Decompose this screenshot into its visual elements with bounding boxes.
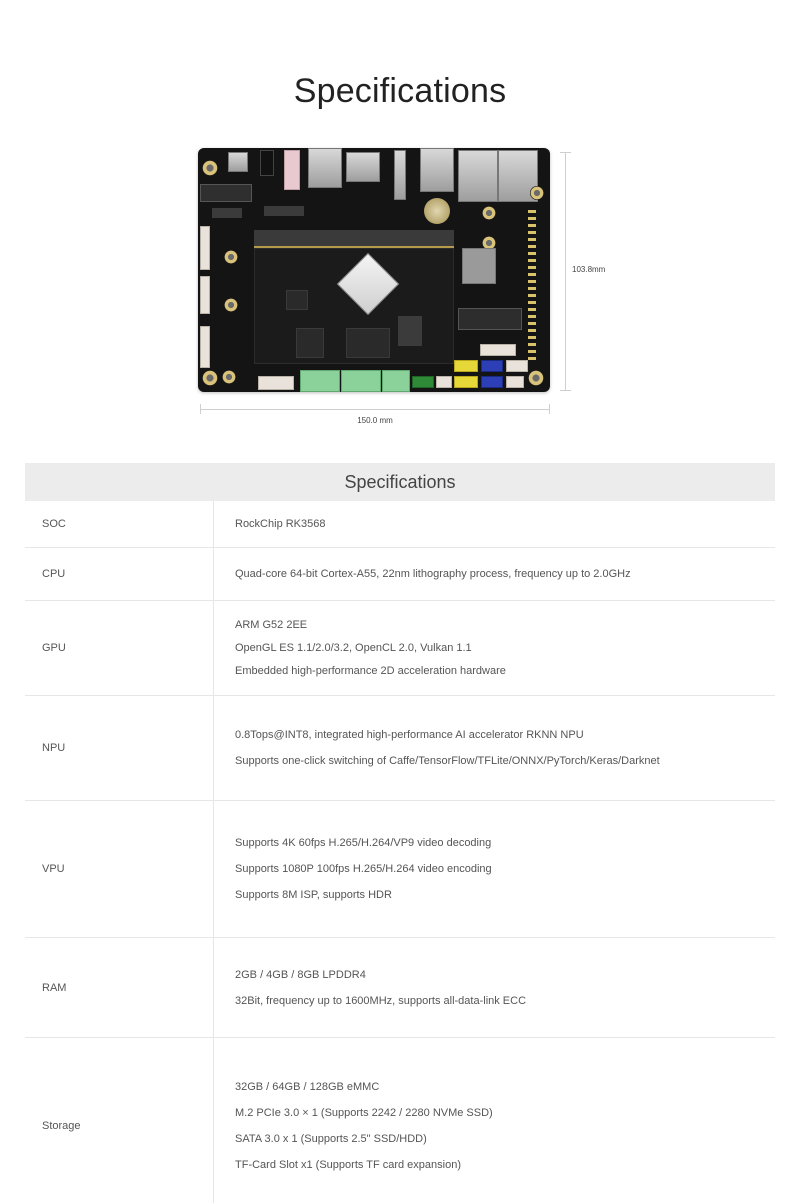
emmc-chip-icon bbox=[346, 328, 390, 358]
spec-value: Quad-core 64-bit Cortex-A55, 22nm lithog… bbox=[214, 548, 775, 600]
spec-value-line: 0.8Tops@INT8, integrated high-performanc… bbox=[235, 729, 584, 741]
spec-label: Storage bbox=[25, 1038, 214, 1203]
spec-label: VPU bbox=[25, 801, 214, 937]
rtc-battery-icon bbox=[424, 198, 450, 224]
antenna-connector-icon bbox=[394, 150, 406, 200]
yellow-header-icon bbox=[454, 376, 478, 388]
height-dimension-line bbox=[565, 152, 566, 390]
core-board-connector-icon bbox=[254, 230, 454, 248]
audio-jack-icon bbox=[260, 150, 274, 176]
mount-hole-icon bbox=[482, 236, 496, 250]
spec-value-line: Supports 4K 60fps H.265/H.264/VP9 video … bbox=[235, 837, 492, 849]
spec-label: SOC bbox=[25, 501, 214, 547]
board-image bbox=[198, 148, 550, 392]
spec-table: Specifications SOC RockChip RK3568 CPU Q… bbox=[25, 463, 775, 1203]
fpc-connector-icon bbox=[200, 326, 210, 368]
spec-value-line: 2GB / 4GB / 8GB LPDDR4 bbox=[235, 968, 366, 981]
usb2-port-icon bbox=[420, 148, 454, 192]
spec-value-line: 32GB / 64GB / 128GB eMMC bbox=[235, 1080, 380, 1093]
spec-label: GPU bbox=[25, 601, 214, 695]
usb-c-port-icon bbox=[228, 152, 248, 172]
mount-hole-icon bbox=[222, 370, 236, 384]
spec-value-line: TF-Card Slot x1 (Supports TF card expans… bbox=[235, 1158, 461, 1171]
yellow-header-icon bbox=[454, 360, 478, 372]
header-connector-icon bbox=[436, 376, 452, 388]
green-header-icon bbox=[412, 376, 434, 388]
height-dimension-label: 103.8mm bbox=[572, 265, 606, 274]
spec-value-line: Supports one-click switching of Caffe/Te… bbox=[235, 755, 660, 767]
ethernet-port-1-icon bbox=[458, 150, 498, 202]
pmic-chip-icon bbox=[286, 290, 308, 310]
spec-row-ram: RAM 2GB / 4GB / 8GB LPDDR4 32Bit, freque… bbox=[25, 938, 775, 1038]
spec-value-line: Quad-core 64-bit Cortex-A55, 22nm lithog… bbox=[235, 568, 631, 580]
mount-hole-icon bbox=[202, 160, 218, 176]
width-dimension-tick bbox=[549, 404, 550, 414]
header-connector-icon bbox=[258, 376, 294, 390]
height-dimension-tick bbox=[560, 152, 571, 153]
page-title: Specifications bbox=[293, 72, 507, 110]
spec-value-line: RockChip RK3568 bbox=[235, 518, 326, 530]
spec-row-vpu: VPU Supports 4K 60fps H.265/H.264/VP9 vi… bbox=[25, 801, 775, 938]
ethernet-port-2-icon bbox=[498, 150, 538, 202]
spec-value-line: ARM G52 2EE bbox=[235, 618, 308, 631]
spec-label: NPU bbox=[25, 696, 214, 800]
spec-value-line: Embedded high-performance 2D acceleratio… bbox=[235, 664, 506, 677]
spec-row-npu: NPU 0.8Tops@INT8, integrated high-perfor… bbox=[25, 696, 775, 801]
mount-hole-icon bbox=[528, 370, 544, 386]
mount-hole-icon bbox=[482, 206, 496, 220]
wifi-module-icon bbox=[462, 248, 496, 284]
m2-nvme-slot-icon bbox=[458, 308, 522, 330]
spec-value: RockChip RK3568 bbox=[214, 501, 775, 547]
spec-value-line: SATA 3.0 x 1 (Supports 2.5" SSD/HDD) bbox=[235, 1132, 427, 1145]
component-pad-icon bbox=[212, 208, 242, 218]
m2-slot-icon bbox=[200, 184, 252, 202]
spec-value-line: OpenGL ES 1.1/2.0/3.2, OpenCL 2.0, Vulka… bbox=[235, 641, 472, 654]
spec-value: ARM G52 2EE OpenGL ES 1.1/2.0/3.2, OpenC… bbox=[214, 601, 775, 695]
hdmi-port-icon bbox=[346, 152, 380, 182]
mount-hole-icon bbox=[202, 370, 218, 386]
spec-row-soc: SOC RockChip RK3568 bbox=[25, 501, 775, 548]
component-pad-icon bbox=[398, 316, 422, 346]
blue-header-icon bbox=[481, 376, 503, 388]
width-dimension-line bbox=[200, 409, 549, 410]
component-pad-icon bbox=[264, 206, 304, 216]
mic-jack-icon bbox=[284, 150, 300, 190]
fpc-connector-icon bbox=[200, 226, 210, 270]
spec-row-cpu: CPU Quad-core 64-bit Cortex-A55, 22nm li… bbox=[25, 548, 775, 601]
spec-value: Supports 4K 60fps H.265/H.264/VP9 video … bbox=[214, 801, 775, 937]
spec-value-line: Supports 8M ISP, supports HDR bbox=[235, 889, 392, 901]
blue-header-icon bbox=[481, 360, 503, 372]
ram-chip-icon bbox=[296, 328, 324, 358]
fpc-connector-icon bbox=[200, 276, 210, 314]
spec-label: RAM bbox=[25, 938, 214, 1037]
spec-value-line: M.2 PCIe 3.0 × 1 (Supports 2242 / 2280 N… bbox=[235, 1106, 493, 1119]
header-connector-icon bbox=[506, 376, 524, 388]
mount-hole-icon bbox=[224, 298, 238, 312]
mount-hole-icon bbox=[224, 250, 238, 264]
height-dimension-tick bbox=[560, 390, 571, 391]
width-dimension-label: 150.0 mm bbox=[357, 416, 393, 425]
spec-value-line: 32Bit, frequency up to 1600MHz, supports… bbox=[235, 994, 527, 1007]
terminal-block-icon bbox=[341, 370, 381, 392]
spec-value: 32GB / 64GB / 128GB eMMC M.2 PCIe 3.0 × … bbox=[214, 1038, 775, 1203]
spec-row-storage: Storage 32GB / 64GB / 128GB eMMC M.2 PCI… bbox=[25, 1038, 775, 1203]
terminal-block-icon bbox=[382, 370, 410, 392]
usb3-port-icon bbox=[308, 148, 342, 188]
header-connector-icon bbox=[480, 344, 516, 356]
spec-row-gpu: GPU ARM G52 2EE OpenGL ES 1.1/2.0/3.2, O… bbox=[25, 601, 775, 696]
spec-value: 2GB / 4GB / 8GB LPDDR4 32Bit, frequency … bbox=[214, 938, 775, 1037]
gpio-header-icon bbox=[528, 210, 536, 360]
mount-hole-icon bbox=[530, 186, 544, 200]
spec-table-header: Specifications bbox=[25, 463, 775, 501]
spec-value: 0.8Tops@INT8, integrated high-performanc… bbox=[214, 696, 775, 800]
terminal-block-icon bbox=[300, 370, 340, 392]
spec-value-line: Supports 1080P 100fps H.265/H.264 video … bbox=[235, 863, 492, 875]
header-connector-icon bbox=[506, 360, 528, 372]
width-dimension-tick bbox=[200, 404, 201, 414]
spec-label: CPU bbox=[25, 548, 214, 600]
